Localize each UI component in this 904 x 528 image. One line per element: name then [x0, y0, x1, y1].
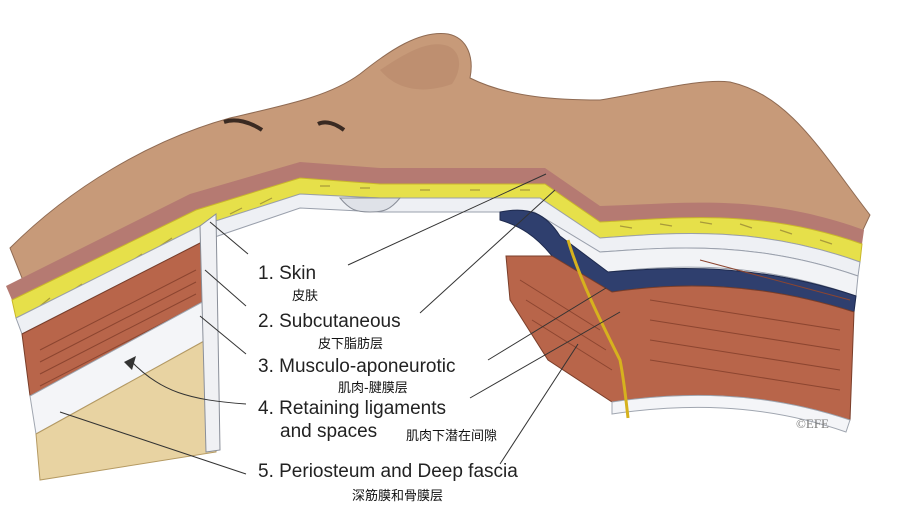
label-subcutaneous-cn: 皮下脂肪层 — [318, 336, 383, 352]
left-cut-face — [199, 213, 221, 453]
artist-signature: ©EFE — [796, 416, 829, 431]
leader-periosteum — [59, 411, 247, 475]
label-ligaments-en2: and spaces — [280, 421, 377, 442]
ligament-arrow-icon — [124, 356, 136, 370]
leader-skin-right — [347, 173, 547, 266]
label-skin-en: 1. Skin — [258, 263, 316, 284]
leader-periosteum-right — [499, 343, 579, 465]
leader-skin — [209, 221, 249, 255]
nose-shading — [380, 44, 460, 90]
label-subcutaneous-en: 2. Subcutaneous — [258, 311, 401, 332]
label-periosteum-en: 5. Periosteum and Deep fascia — [258, 461, 518, 482]
leader-subcut — [204, 269, 247, 307]
leader-lines — [59, 173, 621, 475]
skin-layer — [6, 162, 864, 300]
leader-subcut-right — [419, 189, 556, 314]
leader-ligament — [129, 359, 247, 405]
eye-lashes-left — [223, 118, 264, 132]
label-smas-en: 3. Musculo-aponeurotic — [258, 356, 456, 377]
label-smas-cn: 肌肉-腱膜层 — [338, 381, 408, 396]
label-ligaments-en: 4. Retaining ligaments — [258, 398, 446, 419]
facial-nerve-branch — [566, 239, 630, 419]
leader-ligament-right — [469, 311, 621, 399]
leader-smas-right — [487, 287, 607, 361]
label-ligaments-cn: 肌肉下潜在间隙 — [406, 429, 497, 444]
label-skin-cn: 皮肤 — [292, 289, 318, 304]
leader-smas — [199, 315, 247, 355]
right-fascia-stack — [533, 211, 859, 297]
retaining-ligament — [338, 197, 402, 213]
left-muscle-fibers — [39, 269, 197, 387]
right-muscle-fibers — [519, 259, 851, 391]
label-periosteum-cn: 深筋膜和骨膜层 — [352, 488, 443, 504]
right-periosteum — [611, 394, 851, 433]
eye-lashes-right — [317, 120, 346, 132]
